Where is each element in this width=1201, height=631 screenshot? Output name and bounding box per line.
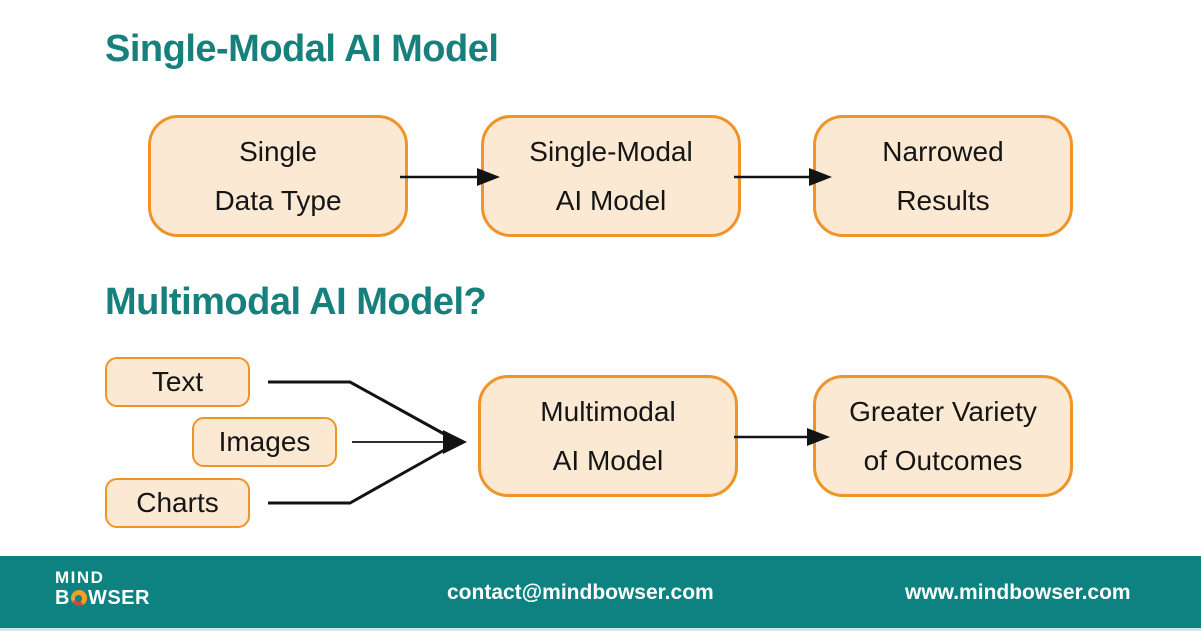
logo-text-bowser: B WSER — [55, 588, 150, 608]
footer-contact-email: contact@mindbowser.com — [447, 581, 714, 604]
node-multimodal-ai-model: Multimodal AI Model — [478, 375, 738, 497]
logo-letter-b: B — [55, 587, 70, 609]
node-label-line: Single — [239, 136, 317, 167]
node-label-line: Single-Modal — [529, 136, 693, 167]
footer-website-url: www.mindbowser.com — [905, 581, 1131, 604]
node-single-modal-ai-model: Single-Modal AI Model — [481, 115, 741, 237]
node-input-text: Text — [105, 357, 250, 407]
logo-letters-wser: WSER — [87, 587, 150, 609]
node-label-line: AI Model — [555, 185, 667, 216]
node-single-data-type: Single Data Type — [148, 115, 408, 237]
mindbowser-swirl-icon — [70, 590, 87, 606]
section-title-multimodal: Multimodal AI Model? — [105, 281, 487, 323]
node-narrowed-results: Narrowed Results — [813, 115, 1073, 237]
node-input-charts: Charts — [105, 478, 250, 528]
footer-bar — [0, 556, 1201, 628]
node-greater-variety-outcomes: Greater Variety of Outcomes — [813, 375, 1073, 497]
node-label-line: Multimodal — [540, 396, 676, 427]
logo-text-mind: MIND — [55, 568, 105, 587]
connector-images-to-multimodal-icon — [352, 430, 467, 454]
section-title-single-modal: Single-Modal AI Model — [105, 28, 499, 70]
mindbowser-logo: MIND B WSER — [55, 569, 150, 608]
node-label-line: Text — [151, 366, 204, 397]
node-label-line: Charts — [136, 487, 219, 518]
footer-bottom-strip — [0, 628, 1201, 631]
node-label-line: Images — [218, 426, 311, 457]
node-label-line: AI Model — [552, 445, 664, 476]
node-label-line: Greater Variety — [849, 396, 1037, 427]
node-label-line: of Outcomes — [863, 445, 1023, 476]
node-label-line: Results — [896, 185, 990, 216]
node-label-line: Narrowed — [882, 136, 1004, 167]
node-label-line: Data Type — [214, 185, 342, 216]
node-input-images: Images — [192, 417, 337, 467]
